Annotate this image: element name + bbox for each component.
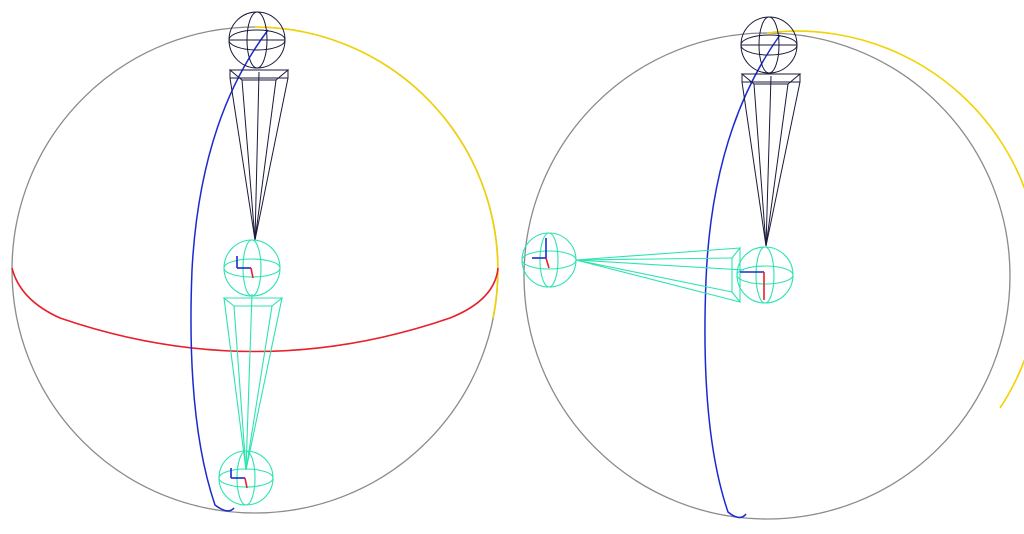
- joint-axes-base: [740, 271, 765, 300]
- parent-bone[interactable]: [740, 16, 802, 247]
- view-rotated-pose: [521, 16, 1024, 520]
- parent-bone-octahedron[interactable]: [228, 69, 290, 241]
- equator-ring-front[interactable]: [11, 267, 499, 353]
- parent-bone-octahedron[interactable]: [740, 73, 802, 247]
- parent-joint-sphere[interactable]: [228, 11, 286, 69]
- view-rest-pose: [11, 11, 499, 514]
- parent-joint-sphere[interactable]: [740, 16, 798, 74]
- child-joint-sphere-tip[interactable]: [521, 232, 577, 288]
- joint-axes-bottom: [230, 468, 248, 489]
- child-joint-sphere-top[interactable]: [223, 239, 281, 297]
- equator-ring[interactable]: [11, 244, 499, 353]
- child-bone[interactable]: [521, 232, 794, 304]
- meridian-ring[interactable]: [190, 29, 269, 512]
- child-joint-sphere-base[interactable]: [736, 246, 794, 304]
- silhouette-highlight-arc: [254, 26, 499, 319]
- child-bone[interactable]: [218, 239, 284, 506]
- silhouette-highlight-arc: [766, 30, 1024, 409]
- child-bone-octahedron[interactable]: [575, 246, 745, 304]
- joint-axes-tip: [532, 238, 550, 269]
- joint-axes-top: [236, 256, 254, 279]
- rotation-sphere-outline[interactable]: [11, 26, 499, 514]
- parent-bone[interactable]: [228, 11, 290, 241]
- child-bone-octahedron[interactable]: [222, 293, 284, 471]
- rotation-sphere-outline[interactable]: [523, 32, 1011, 520]
- meridian-ring[interactable]: [704, 34, 781, 519]
